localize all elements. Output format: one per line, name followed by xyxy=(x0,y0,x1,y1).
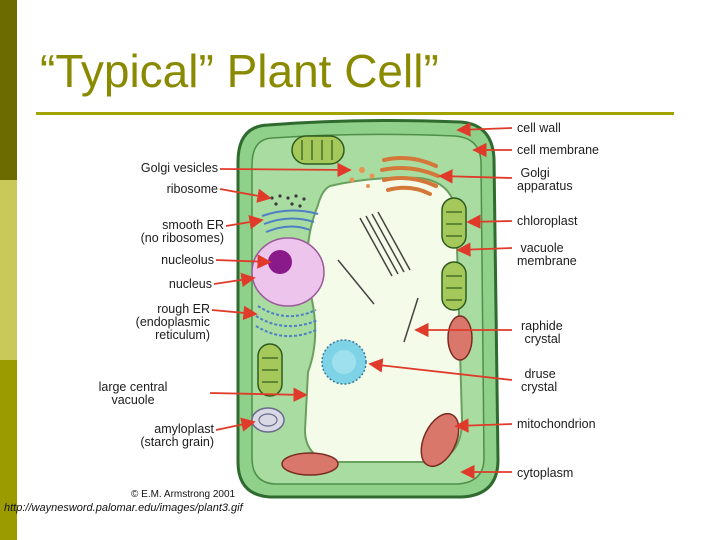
druse-crystal xyxy=(321,339,367,385)
sidebar-band-dark xyxy=(0,0,17,180)
arrows-right xyxy=(368,122,513,480)
label-raphide-crystal: raphide crystal xyxy=(521,319,563,346)
sidebar-band-light xyxy=(0,180,17,360)
title-underline xyxy=(36,112,674,115)
label-mitochondrion: mitochondrion xyxy=(517,417,596,431)
golgi-apparatus xyxy=(380,156,440,196)
label-amyloplast: amyloplast(starch grain) xyxy=(140,422,214,449)
label-smooth-er: smooth ER(no ribosomes) xyxy=(140,218,224,245)
mitochondria xyxy=(281,315,473,476)
raphide-crystals xyxy=(337,211,419,343)
label-ribosome: ribosome xyxy=(166,182,218,196)
label-nucleolus: nucleolus xyxy=(161,253,214,267)
smooth-er xyxy=(261,209,319,233)
label-cytoplasm: cytoplasm xyxy=(517,466,574,480)
slide-title: “Typical” Plant Cell” xyxy=(40,45,439,97)
golgi-vesicles xyxy=(349,167,375,188)
nucleolus xyxy=(268,250,292,274)
credit-text: © E.M. Armstrong 2001 xyxy=(131,489,236,500)
rough-er xyxy=(255,305,319,338)
arrows-left xyxy=(209,162,352,432)
label-cell-membrane: cell membrane xyxy=(517,143,599,157)
label-cell-wall: cell wall xyxy=(517,121,561,135)
sidebar-band-mid xyxy=(0,360,17,540)
amyloplast xyxy=(251,407,285,433)
label-golgi-vesicles: Golgi vesicles xyxy=(140,161,218,175)
label-nucleus: nucleus xyxy=(168,277,212,291)
nucleus xyxy=(251,237,325,307)
source-url: http://waynesword.palomar.edu/images/pla… xyxy=(4,502,243,514)
chloroplasts xyxy=(257,135,467,397)
label-chloroplast: chloroplast xyxy=(517,214,578,228)
